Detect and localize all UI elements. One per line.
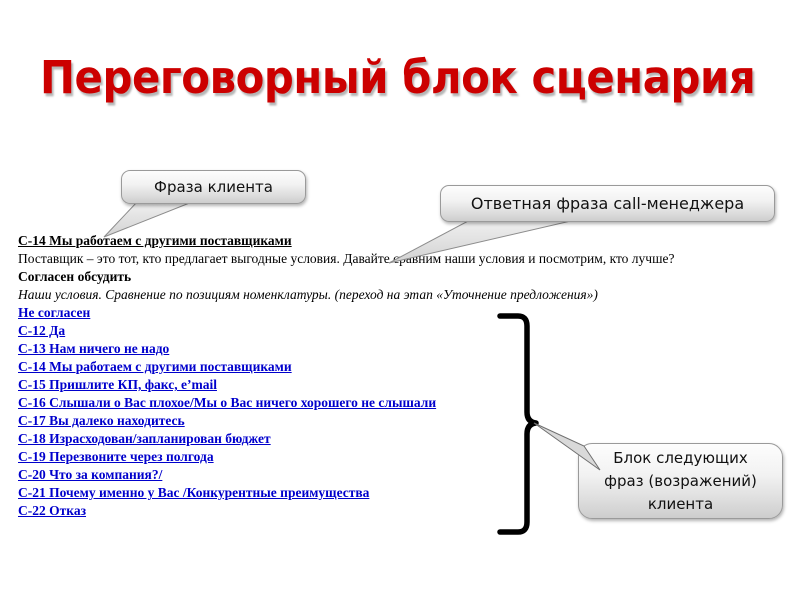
objection-link-s22[interactable]: С-22 Отказ <box>18 503 87 518</box>
objection-link-s13[interactable]: С-13 Нам ничего не надо <box>18 341 170 356</box>
objection-link-s17[interactable]: С-17 Вы далеко находитесь <box>18 413 185 428</box>
objection-link-s16[interactable]: С-16 Слышали о Вас плохое/Мы о Вас ничег… <box>18 395 437 410</box>
callout-next-phrases[interactable]: Блок следующих фраз (возражений) клиента <box>578 443 783 519</box>
objection-link-ne-soglasen[interactable]: Не согласен <box>18 305 91 320</box>
objection-link-s18[interactable]: С-18 Израсходован/запланирован бюджет <box>18 431 271 446</box>
callout-manager-reply[interactable]: Ответная фраза call-менеджера <box>440 185 775 222</box>
script-line-answer: Поставщик – это тот, кто предлагает выго… <box>18 251 675 266</box>
script-line-terms: Наши условия. Сравнение по позициям номе… <box>18 287 598 302</box>
objection-link-s14[interactable]: С-14 Мы работаем с другими поставщиками <box>18 359 292 374</box>
objection-link-s21[interactable]: С-21 Почему именно у Вас /Конкурентные п… <box>18 485 370 500</box>
callout-next-phrases-line3: клиента <box>647 494 714 513</box>
script-text-block: С-14 Мы работаем с другими поставщиками … <box>18 232 758 520</box>
script-line-agree: Согласен обсудить <box>18 269 132 284</box>
objection-link-s20[interactable]: С-20 Что за компания?/ <box>18 467 163 482</box>
callout-client-phrase[interactable]: Фраза клиента <box>121 170 306 204</box>
callout-next-phrases-line1: Блок следующих <box>613 448 748 467</box>
page-title: Переговорный блок сценария <box>40 51 756 104</box>
objection-link-s15[interactable]: С-15 Пришлите КП, факс, e’mail <box>18 377 217 392</box>
script-line-title: С-14 Мы работаем с другими поставщиками <box>18 233 292 248</box>
callout-client-phrase-label: Фраза клиента <box>154 178 273 196</box>
callout-manager-reply-label: Ответная фраза call-менеджера <box>470 194 745 213</box>
objection-link-s19[interactable]: С-19 Перезвоните через полгода <box>18 449 214 464</box>
callout-next-phrases-line2: фраз (возражений) <box>604 471 757 490</box>
objection-link-s12[interactable]: С-12 Да <box>18 323 66 338</box>
